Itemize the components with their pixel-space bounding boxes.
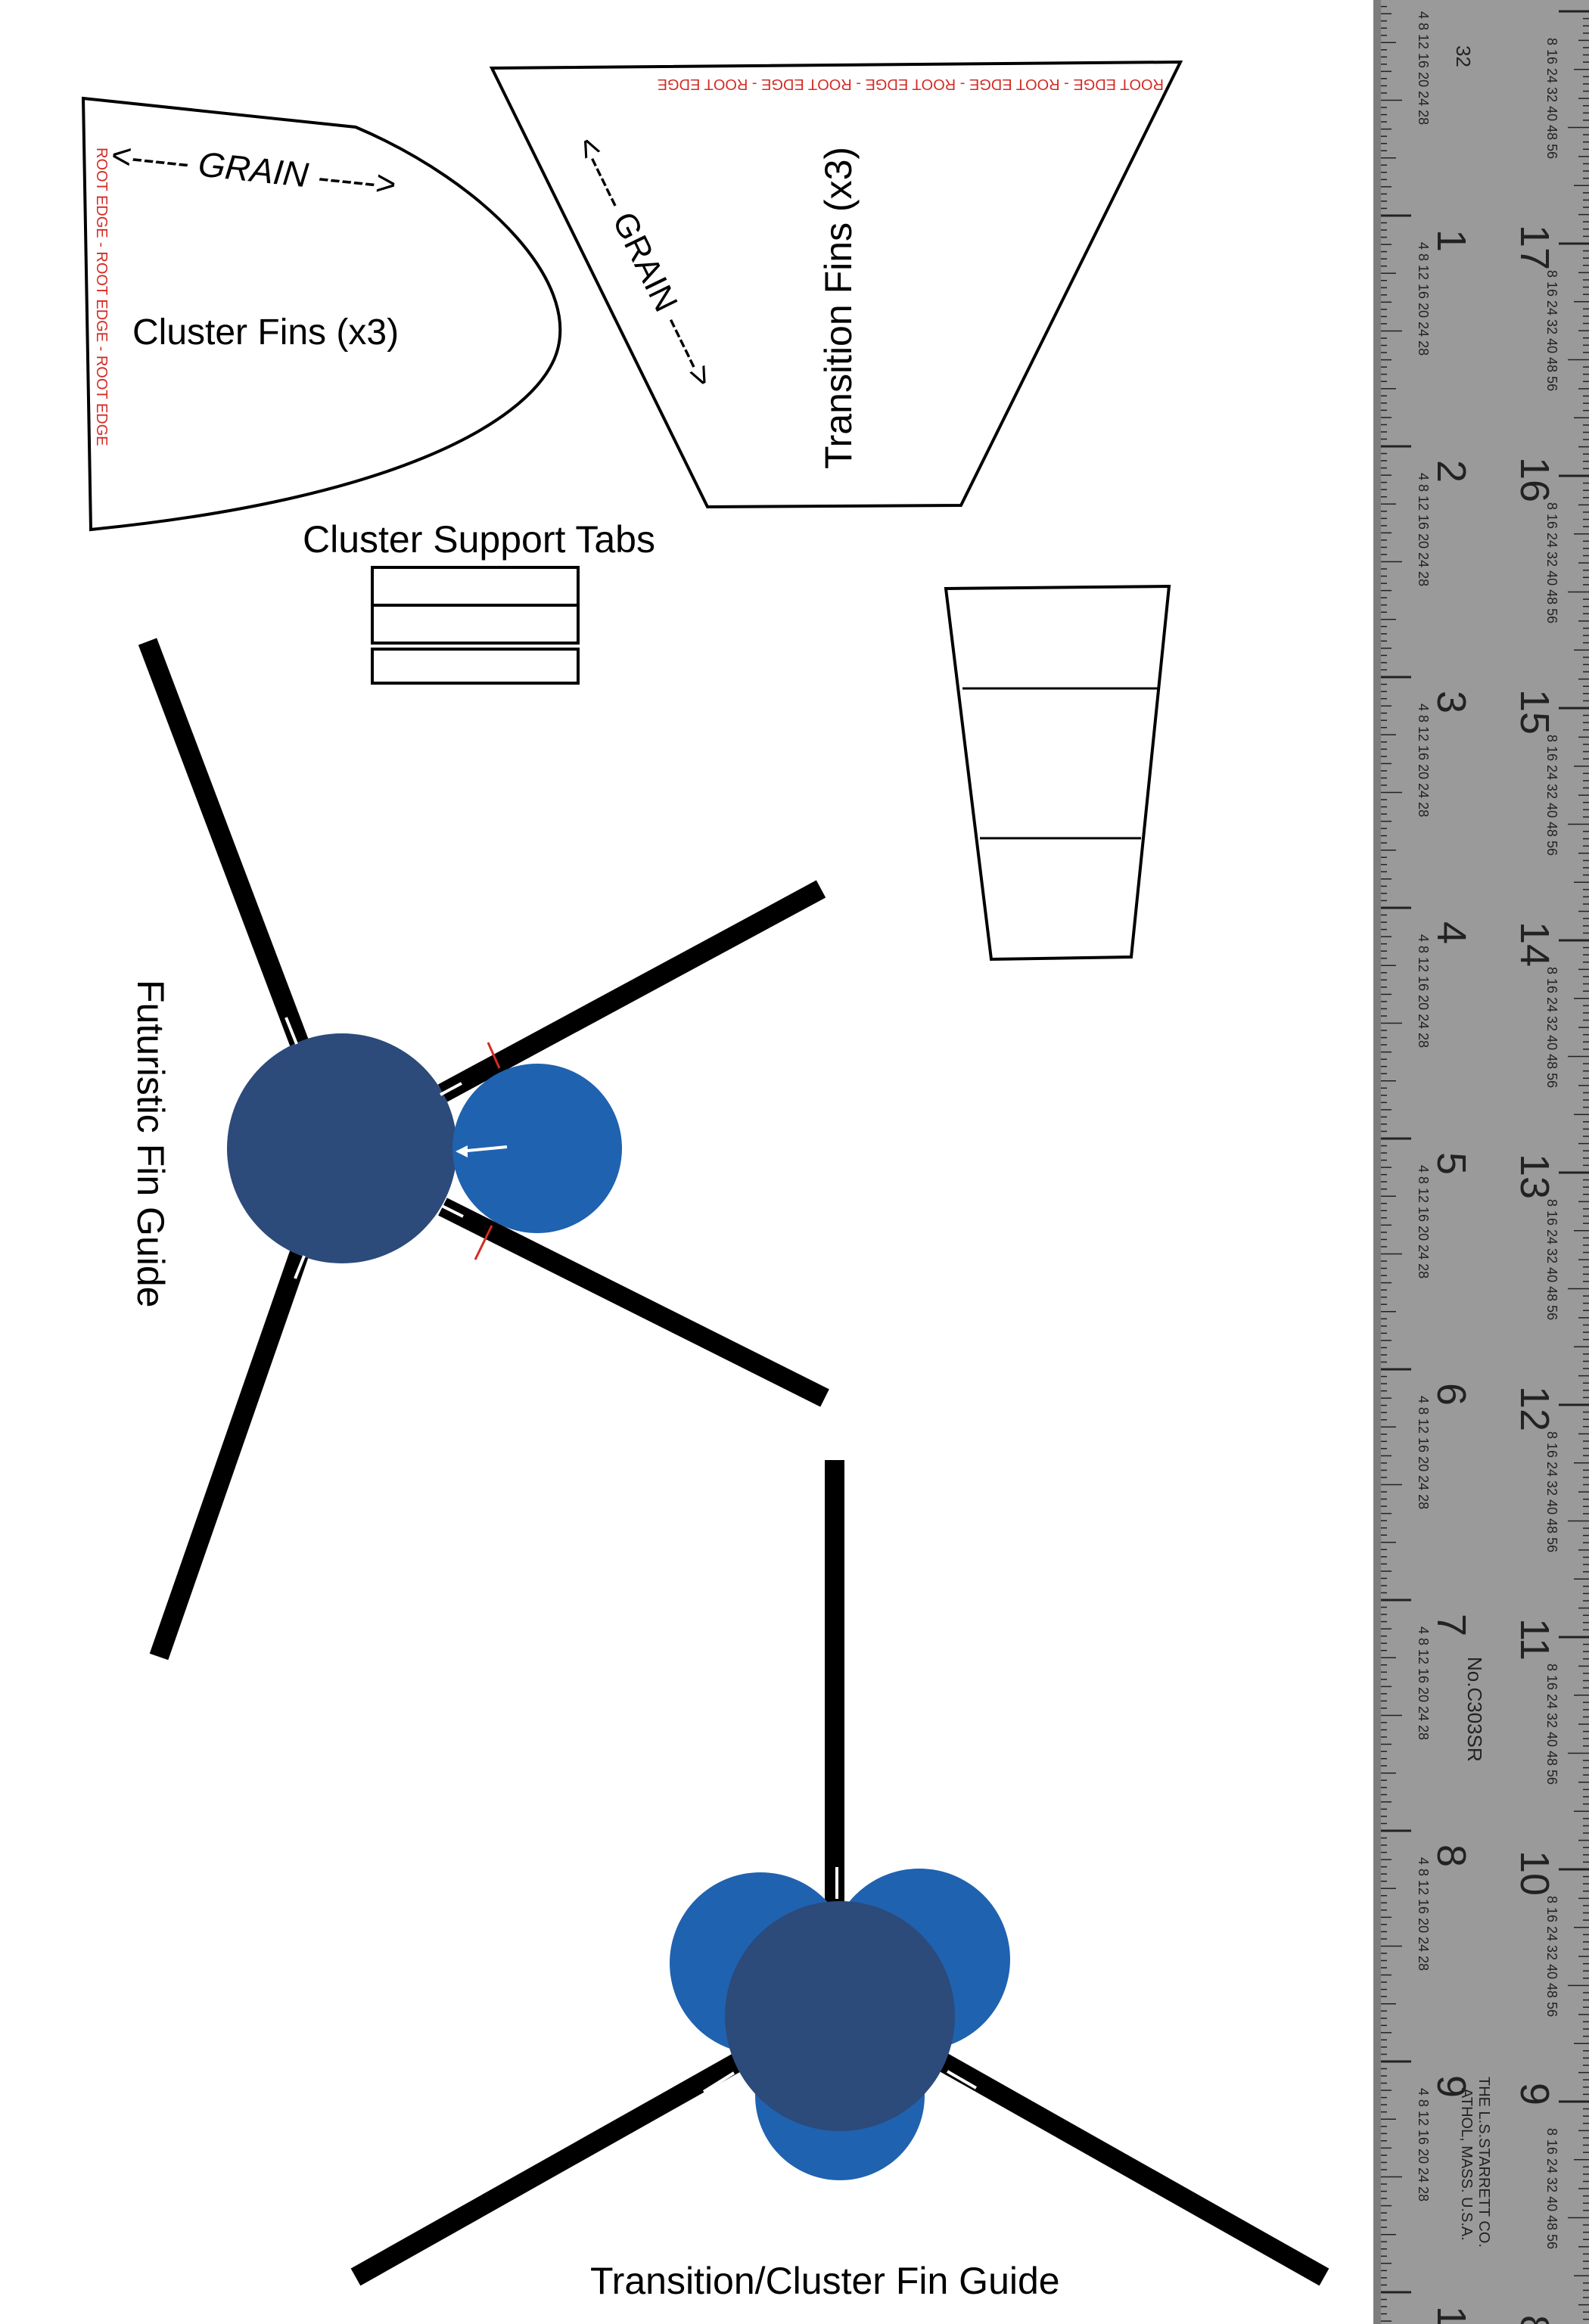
ruler-inch-number: 3: [1429, 691, 1474, 713]
red-alignment-mark: [474, 1225, 493, 1260]
ruler-inch-number: 6: [1429, 1383, 1474, 1406]
ruler-inch-number: 10: [1429, 2306, 1474, 2324]
ruler-second-scale-number: 8: [1512, 2315, 1557, 2324]
alignment-arrow: [441, 1204, 464, 1218]
ruler-fraction-scale: 8 16 24 32 40 48 56: [1544, 1199, 1559, 1320]
ruler-fraction-scale: 4 8 12 16 20 24 28: [1416, 473, 1431, 586]
support-tab: [371, 648, 580, 685]
support-tab: [371, 604, 580, 645]
ruler-shade: [1373, 0, 1381, 2324]
ruler-fraction-scale: 4 8 12 16 20 24 28: [1416, 11, 1431, 125]
ruler-inch-number: 4: [1429, 921, 1474, 944]
ruler-top-label: 32: [1452, 45, 1475, 67]
ruler-body: [1373, 0, 1589, 2324]
ruler-fraction-scale: 4 8 12 16 20 24 28: [1416, 934, 1431, 1048]
cluster-fin-outline: [81, 96, 562, 532]
ruler-second-scale-number: 9: [1512, 2083, 1557, 2105]
ruler-fraction-scale: 8 16 24 32 40 48 56: [1544, 1664, 1559, 1785]
cluster-fin-title: Cluster Fins (x3): [132, 312, 399, 353]
fin-guide-line: [438, 1198, 829, 1407]
ruler-second-scale-number: 16: [1512, 457, 1557, 502]
alignment-arrow-head: [456, 1145, 468, 1157]
ruler-fraction-scale: 8 16 24 32 40 48 56: [1544, 735, 1559, 856]
ruler-inch-number: 2: [1429, 460, 1474, 483]
transition-shroud-template: [944, 584, 1171, 962]
ruler-fraction-scale: 4 8 12 16 20 24 28: [1416, 1396, 1431, 1509]
ruler-model-label: No.C303SR: [1463, 1657, 1486, 1762]
transition-shroud-outline: [944, 584, 1171, 962]
alignment-arrow: [285, 1017, 298, 1045]
cluster-fin-root-edge-label: ROOT EDGE - ROOT EDGE - ROOT EDGE: [93, 148, 110, 446]
ruler-second-scale-number: 15: [1512, 689, 1557, 735]
support-tab: [371, 566, 580, 607]
ruler-fraction-scale: 4 8 12 16 20 24 28: [1416, 1626, 1431, 1740]
transition-fin-root-edge-label: ROOT EDGE - ROOT EDGE - ROOT EDGE - ROOT…: [658, 76, 1164, 92]
transition-cluster-guide-title: Transition/Cluster Fin Guide: [590, 2260, 1060, 2302]
transition-fin-title: Transition Fins (x3): [817, 147, 860, 469]
cluster-fin-template: <----- GRAIN -----> ROOT EDGE - ROOT EDG…: [81, 96, 562, 532]
body-tube-circle: [725, 1901, 955, 2131]
ruler-second-scale-number: 13: [1512, 1154, 1557, 1199]
alignment-arrow: [459, 1145, 508, 1153]
cluster-support-tabs: Cluster Support Tabs: [303, 518, 655, 685]
transition-cluster-fin-guide: Transition/Cluster Fin Guide: [350, 1460, 1329, 2302]
ruler-second-scale-number: 14: [1512, 921, 1557, 967]
ruler-second-scale-number: 10: [1512, 1850, 1557, 1896]
ruler-maker-line1: THE L.S.STARRETT CO.: [1476, 2077, 1492, 2248]
ruler-fraction-scale: 4 8 12 16 20 24 28: [1416, 1857, 1431, 1971]
support-tabs-title: Cluster Support Tabs: [303, 518, 655, 561]
ruler-tick-marks: [1381, 5, 1589, 2322]
ruler-inch-number: 8: [1429, 1844, 1474, 1867]
ruler-fraction-scale: 4 8 12 16 20 24 28: [1416, 242, 1431, 356]
ruler-second-scale-number: 11: [1512, 1618, 1557, 1661]
ruler-fraction-scale: 8 16 24 32 40 48 56: [1544, 38, 1559, 159]
ruler-fraction-scale: 8 16 24 32 40 48 56: [1544, 2128, 1559, 2249]
ruler-maker-line2: ATHOL, MASS. U.S.A.: [1458, 2088, 1475, 2241]
ruler-fraction-scale: 4 8 12 16 20 24 28: [1416, 2088, 1431, 2201]
alignment-arrow: [294, 1255, 306, 1279]
ruler-fraction-scale: 4 8 12 16 20 24 28: [1416, 704, 1431, 817]
ruler-second-scale-number: 17: [1512, 225, 1557, 270]
ruler-inch-number: 5: [1429, 1152, 1474, 1175]
ruler-fraction-scale: 8 16 24 32 40 48 56: [1544, 1431, 1559, 1552]
ruler-second-scale-number: 12: [1512, 1386, 1557, 1431]
ruler-fraction-scale: 8 16 24 32 40 48 56: [1544, 502, 1559, 623]
ruler-inch-number: 9: [1429, 2075, 1474, 2098]
pod-tube-circle: [452, 1064, 622, 1233]
alignment-arrow: [702, 2071, 735, 2093]
transition-fin-outline: [489, 60, 1183, 509]
fin-guide-line: [437, 880, 826, 1102]
ruler-fraction-scale: 4 8 12 16 20 24 28: [1416, 1165, 1431, 1279]
fin-guide-line: [149, 1244, 311, 1661]
fin-guide-line: [937, 2052, 1329, 2286]
alignment-arrow: [440, 1082, 462, 1096]
body-tube-circle: [227, 1033, 457, 1263]
ruler-fraction-scale: 8 16 24 32 40 48 56: [1544, 270, 1559, 391]
fin-guide-line: [350, 2049, 751, 2286]
red-alignment-mark: [487, 1042, 501, 1069]
futuristic-fin-guide: Futuristic Fin Guide: [129, 638, 829, 1661]
ruler-inch-number: 7: [1429, 1614, 1474, 1636]
fin-guide-line: [138, 638, 311, 1052]
ruler-inch-number: 1: [1429, 229, 1474, 252]
futuristic-guide-title: Futuristic Fin Guide: [129, 980, 172, 1307]
alignment-arrow: [946, 2070, 978, 2089]
ruler-fraction-scale: 8 16 24 32 40 48 56: [1544, 967, 1559, 1088]
transition-fin-template: ROOT EDGE - ROOT EDGE - ROOT EDGE - ROOT…: [489, 60, 1183, 509]
ruler-fraction-scale: 8 16 24 32 40 48 56: [1544, 1896, 1559, 2017]
